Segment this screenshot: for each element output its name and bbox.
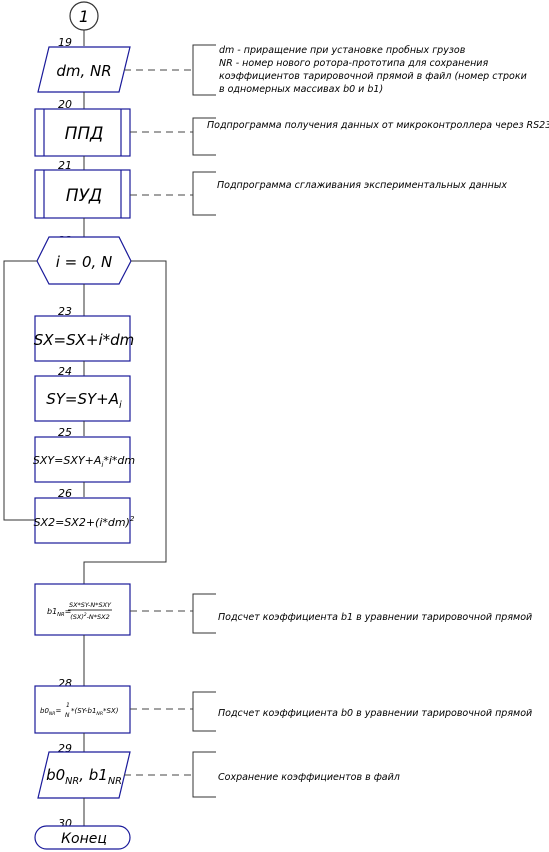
input-block-19 xyxy=(37,46,131,93)
process-block-24 xyxy=(34,375,131,422)
svg-text:*(SY-b1NR*SX): *(SY-b1NR*SX) xyxy=(71,707,119,717)
process-block-28 xyxy=(34,685,131,734)
comment-19-line-3: коэффициентов тарировочной прямой в файл… xyxy=(219,71,527,82)
block-number: 25 xyxy=(58,426,72,439)
block-number: 23 xyxy=(58,305,72,318)
comment-29: Сохранение коэффициентов в файл xyxy=(218,772,400,783)
output-label: b0NR, b1NR xyxy=(46,766,122,787)
process-label: SXY=SXY+Ai*i*dm xyxy=(33,454,135,469)
process-label: SY=SY+Ai xyxy=(46,390,122,411)
subroutine-block-20 xyxy=(34,108,131,157)
formula-b0: b0NR= 1 N *(SY-b1NR*SX) xyxy=(40,702,119,719)
block-number: 19 xyxy=(58,36,72,49)
comment-21: Подпрограмма сглаживания экспериментальн… xyxy=(217,180,507,191)
comment-bracket xyxy=(192,117,216,156)
subroutine-label: ПУД xyxy=(66,186,102,206)
comment-bracket xyxy=(192,751,216,798)
terminator-block-30 xyxy=(34,825,131,850)
connector-label: 1 xyxy=(79,7,89,26)
block-number: 24 xyxy=(58,365,72,378)
subroutine-block-21 xyxy=(34,169,131,219)
svg-text:b1NR=: b1NR= xyxy=(47,607,71,618)
formula-b1: b1NR= SX*SY-N*SXY (SX)2-N*SX2 xyxy=(47,601,112,621)
process-block-26 xyxy=(34,497,131,544)
subroutine-label: ППД xyxy=(65,124,104,144)
comment-27: Подсчет коэффициента b1 в уравнении тари… xyxy=(218,612,532,623)
comment-bracket xyxy=(192,593,216,634)
svg-text:N: N xyxy=(65,712,70,719)
svg-text:b0NR=: b0NR= xyxy=(40,707,61,717)
svg-text:1: 1 xyxy=(66,702,70,709)
comment-bracket xyxy=(192,171,216,216)
loop-exit-line xyxy=(83,260,167,584)
loop-label: i = 0, N xyxy=(56,253,113,271)
comment-bracket xyxy=(192,44,216,96)
comment-20: Подпрограмма получения данных от микроко… xyxy=(207,120,549,131)
comment-28: Подсчет коэффициента b0 в уравнении тари… xyxy=(218,708,532,719)
comment-19-line-1: dm - приращение при установке пробных гр… xyxy=(219,45,466,56)
comment-19-line-2: NR - номер нового ротора-прототипа для с… xyxy=(219,58,488,69)
process-label: SX=SX+i*dm xyxy=(34,331,135,349)
svg-text:SX*SY-N*SXY: SX*SY-N*SXY xyxy=(69,601,112,609)
block-number: 21 xyxy=(58,159,72,172)
comment-bracket xyxy=(192,691,216,732)
process-block-25 xyxy=(34,436,131,483)
process-block-23 xyxy=(34,315,131,362)
block-number: 26 xyxy=(58,487,72,500)
output-block-29 xyxy=(37,751,131,799)
terminator-label: Конец xyxy=(61,831,107,847)
svg-text:(SX)2-N*SX2: (SX)2-N*SX2 xyxy=(70,612,110,621)
comment-19-line-4: в одномерных массивах b0 и b1) xyxy=(219,84,383,95)
process-label: SX2=SX2+(i*dm)2 xyxy=(34,514,135,529)
input-label: dm, NR xyxy=(56,62,111,80)
block-number: 20 xyxy=(58,98,72,111)
